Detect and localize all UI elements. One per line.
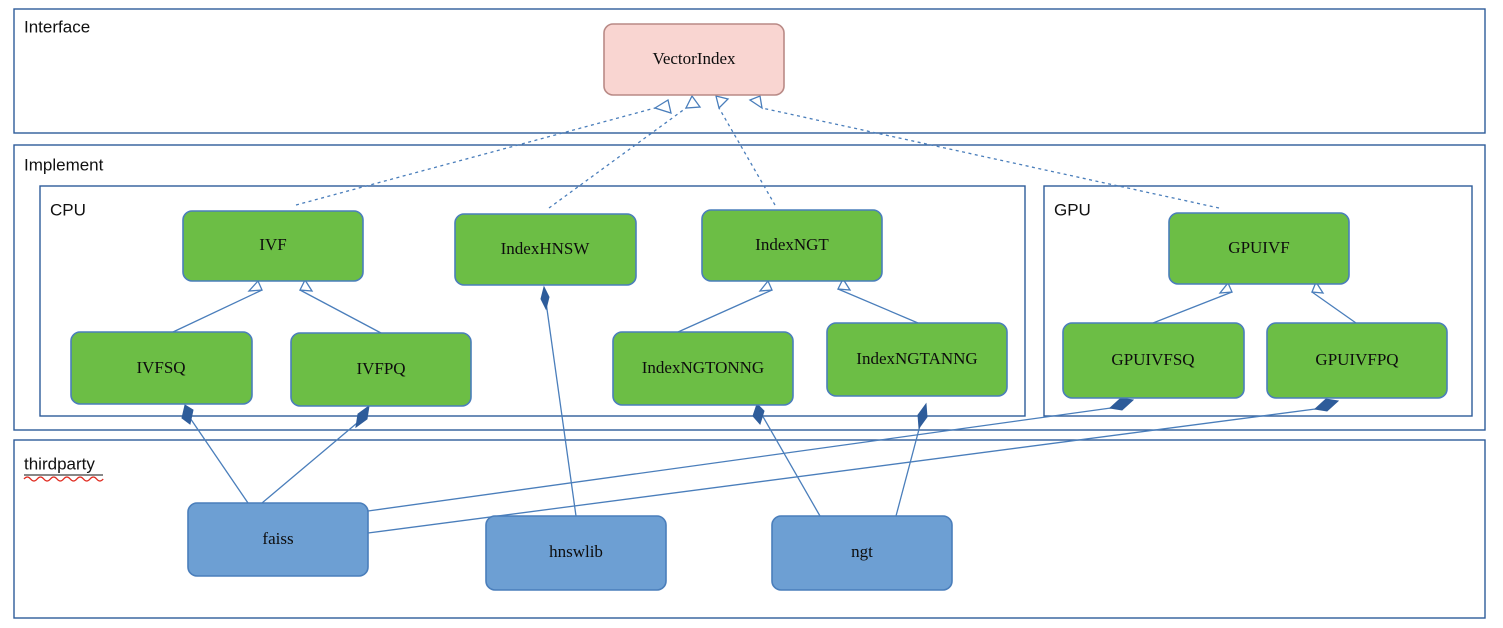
node-indexngtonng[interactable]: IndexNGTONNG (612, 331, 794, 406)
node-box-indexngtanng[interactable] (826, 322, 1008, 397)
edge-ivfsq-ivf (172, 289, 263, 333)
node-box-gpuivf[interactable] (1168, 212, 1350, 285)
node-gpuivfsq[interactable]: GPUIVFSQ (1062, 322, 1245, 399)
arrowhead-indexngtonng-indexngt (758, 279, 773, 292)
edge-faiss-gpuivfpq (367, 407, 1324, 534)
diamond-ngt-indexngtonng (752, 403, 765, 426)
group-label-gpu: GPU (1054, 200, 1091, 219)
node-label-hnswlib: hnswlib (549, 542, 603, 561)
node-label-indexhnsw: IndexHNSW (501, 239, 591, 258)
node-box-ngt[interactable] (771, 515, 953, 591)
node-box-hnswlib[interactable] (485, 515, 667, 591)
node-indexngtanng[interactable]: IndexNGTANNG (826, 322, 1008, 397)
node-box-vectorindex[interactable] (603, 23, 785, 96)
diamond-hnswlib-indexhnsw (540, 285, 550, 311)
node-vectorindex[interactable]: VectorIndex (603, 23, 785, 96)
node-label-indexngt: IndexNGT (755, 235, 829, 254)
node-indexhnsw[interactable]: IndexHNSW (454, 213, 637, 286)
diamond-faiss-gpuivfpq (1313, 398, 1340, 412)
node-box-indexngt[interactable] (701, 209, 883, 282)
group-labels: Interface Implement CPU GPU thirdparty (23, 17, 1091, 482)
arrowhead-gpuivfpq-gpuivf (1311, 280, 1325, 294)
node-box-indexhnsw[interactable] (454, 213, 637, 286)
edge-ivfpq-ivf (299, 289, 382, 334)
node-gpuivf[interactable]: GPUIVF (1168, 212, 1350, 285)
node-hnswlib[interactable]: hnswlib (485, 515, 667, 591)
diamond-faiss-ivfsq (181, 404, 194, 425)
node-label-gpuivfpq: GPUIVFPQ (1315, 350, 1398, 369)
node-faiss[interactable]: faiss (187, 502, 369, 577)
edge-ngt-indexngtonng (761, 414, 821, 517)
node-label-vectorindex: VectorIndex (652, 49, 736, 68)
node-label-faiss: faiss (262, 529, 293, 548)
node-box-gpuivfpq[interactable] (1266, 322, 1448, 399)
edge-gpuivfpq-gpuivf (1311, 291, 1357, 324)
arrowhead-gpuivf-vectorindex (748, 95, 763, 110)
edge-faiss-ivfpq (261, 417, 364, 504)
node-box-ivf[interactable] (182, 210, 364, 282)
node-ivfpq[interactable]: IVFPQ (290, 332, 472, 407)
edges-generalization (172, 277, 1357, 334)
edge-indexngtonng-indexngt (677, 289, 773, 333)
diamond-faiss-ivfpq (355, 404, 370, 429)
edge-faiss-gpuivfsq (367, 406, 1119, 512)
arrowhead-ivfsq-ivf (247, 279, 263, 292)
group-label-cpu: CPU (50, 200, 86, 219)
node-ivfsq[interactable]: IVFSQ (70, 331, 253, 405)
node-label-indexngtonng: IndexNGTONNG (642, 358, 764, 377)
node-box-ivfsq[interactable] (70, 331, 253, 405)
thirdparty-spellcheck-underline (23, 476, 104, 482)
node-indexngt[interactable]: IndexNGT (701, 209, 883, 282)
arrowhead-ivfpq-ivf (298, 278, 314, 292)
group-label-interface: Interface (24, 17, 90, 36)
node-label-ivfsq: IVFSQ (136, 358, 185, 377)
edge-indexhnsw-vectorindex (548, 107, 687, 209)
diamond-ngt-indexngtanng (917, 402, 928, 430)
group-label-thirdparty: thirdparty (24, 454, 95, 473)
node-label-ivfpq: IVFPQ (356, 359, 405, 378)
node-box-indexngtonng[interactable] (612, 331, 794, 406)
node-box-ivfpq[interactable] (290, 332, 472, 407)
arrowhead-ivf-vectorindex (653, 98, 672, 114)
node-label-indexngtanng: IndexNGTANNG (856, 349, 977, 368)
edge-gpuivfsq-gpuivf (1152, 291, 1233, 324)
edge-faiss-ivfsq (187, 414, 249, 504)
node-ivf[interactable]: IVF (182, 210, 364, 282)
arrowhead-gpuivfsq-gpuivf (1218, 281, 1233, 294)
arrowhead-indexhnsw-vectorindex (684, 94, 702, 109)
node-ngt[interactable]: ngt (771, 515, 953, 591)
node-box-faiss[interactable] (187, 502, 369, 577)
node-label-gpuivfsq: GPUIVFSQ (1111, 350, 1194, 369)
edge-indexngtanng-indexngt (837, 288, 919, 324)
node-label-ivf: IVF (259, 235, 286, 254)
node-gpuivfpq[interactable]: GPUIVFPQ (1266, 322, 1448, 399)
edges-realization (295, 94, 1220, 209)
node-box-gpuivfsq[interactable] (1062, 322, 1245, 399)
edge-hnswlib-indexhnsw (545, 301, 577, 517)
edge-indexngt-vectorindex (718, 107, 776, 206)
node-label-gpuivf: GPUIVF (1228, 238, 1289, 257)
arrowhead-indexngt-vectorindex (715, 95, 730, 110)
group-label-implement: Implement (24, 155, 104, 174)
edge-ngt-indexngtanng (895, 417, 923, 517)
node-label-ngt: ngt (851, 542, 873, 561)
arrowhead-indexngtanng-indexngt (836, 277, 852, 291)
